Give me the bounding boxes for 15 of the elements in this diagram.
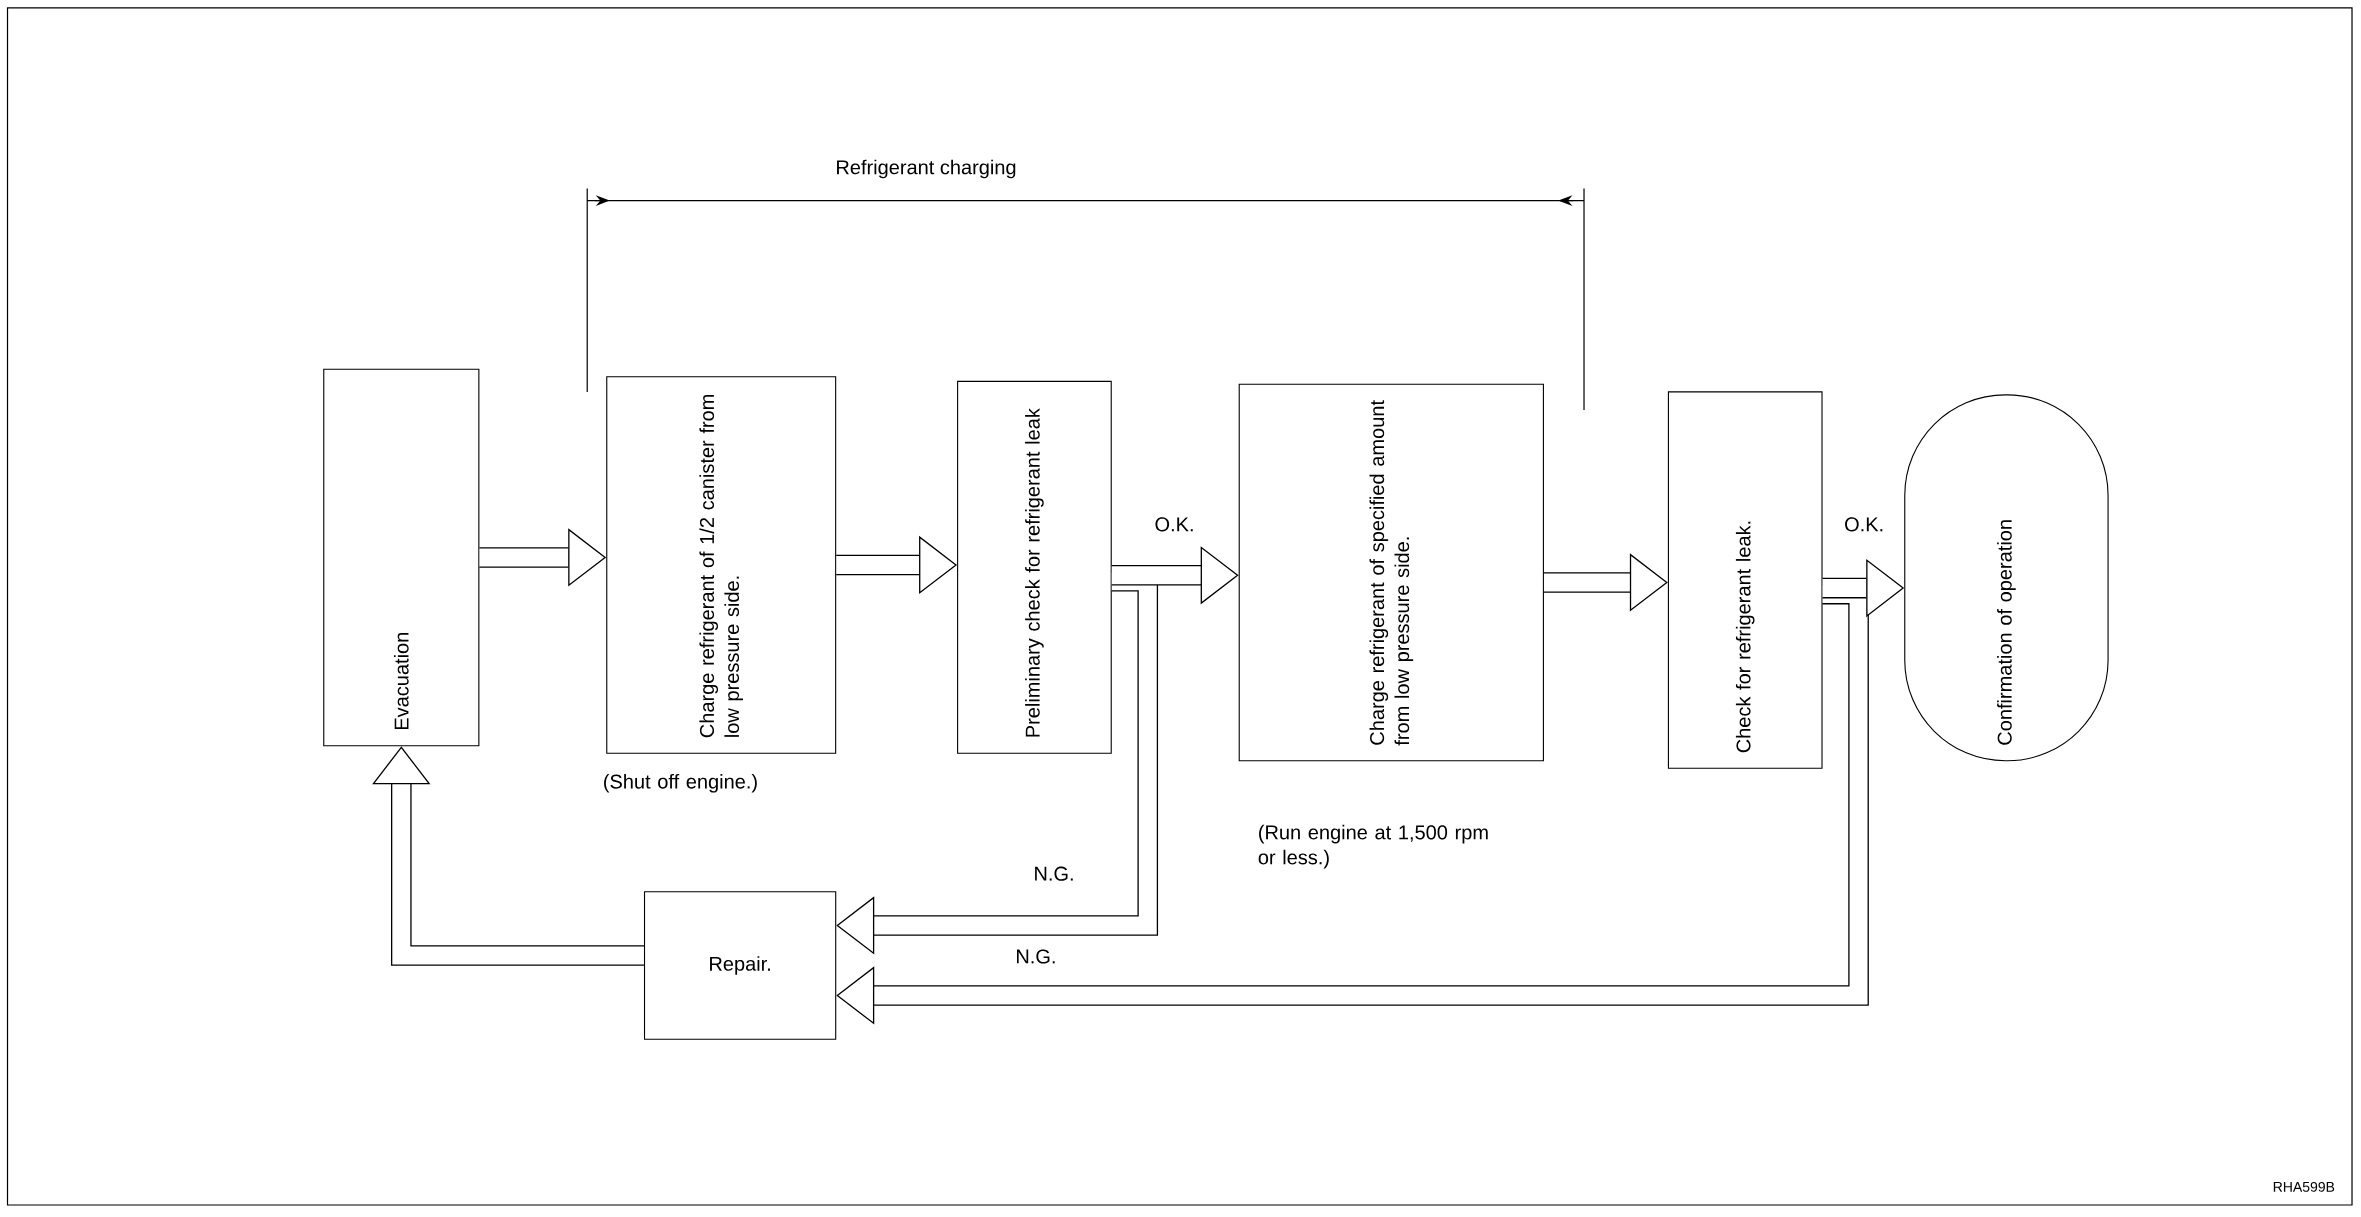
process-box: Preliminary check for refrigerant leak bbox=[957, 380, 1112, 754]
dimension-label: Refrigerant charging bbox=[833, 157, 1019, 181]
process-box: Check for refrigerant leak. bbox=[1667, 391, 1823, 769]
edge-label: O.K. bbox=[1842, 515, 1887, 534]
edge-label: N.G. bbox=[1031, 864, 1077, 883]
process-box: Repair. bbox=[643, 891, 837, 1040]
note-text: (Run engine at 1,500 rpm or less.) bbox=[1258, 824, 1488, 869]
process-box: Evacuation bbox=[323, 368, 480, 747]
process-box: Charge refrigerant of specified amount from low pressure side. bbox=[1238, 383, 1544, 762]
hollow-arrow bbox=[372, 746, 644, 966]
edge-label: O.K. bbox=[1152, 515, 1197, 534]
figure-code: RHA599B bbox=[2270, 1179, 2337, 1194]
edge-label: N.G. bbox=[1013, 947, 1059, 966]
note-text: (Shut off engine.) bbox=[604, 773, 757, 793]
process-box: Charge refrigerant of 1/2 canister from low pressure side. bbox=[606, 376, 837, 754]
